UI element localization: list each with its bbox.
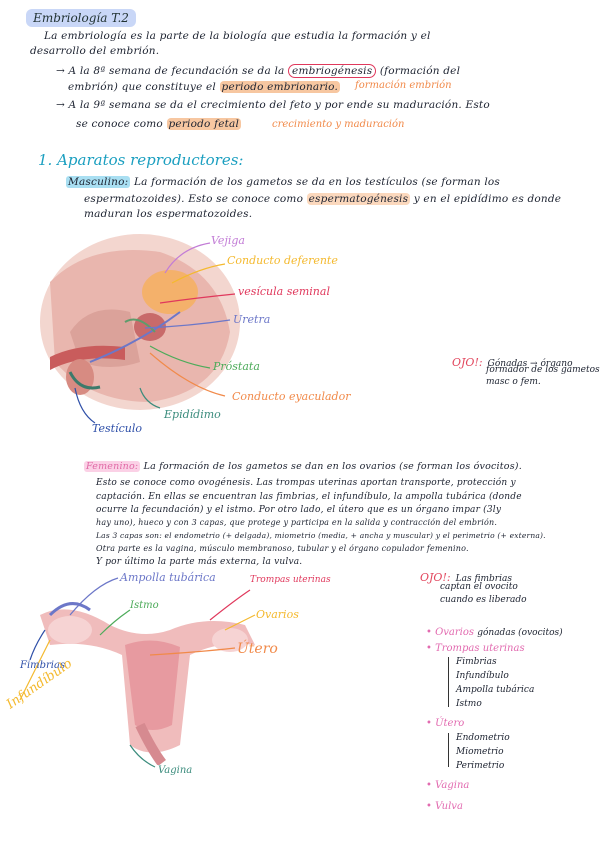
summary-trompas-item: Ampolla tubárica [456, 685, 535, 695]
summary-utero-item: Perimetrio [456, 761, 505, 771]
section-1-heading: 1. Aparatos reproductores: [38, 151, 244, 169]
ojo-1-text-1: Gónadas → órgano [487, 359, 573, 369]
ojo-note-1: OJO!: Gónadas → órgano [452, 351, 573, 370]
page-title: Embriología T.2 [26, 9, 136, 27]
bullet-2-line-2: se conoce como periodo fetal [76, 117, 242, 131]
label-conducto-eyaculador: Conducto eyaculador [232, 390, 351, 403]
masc-line-3: maduran los espermatozoides. [84, 208, 253, 220]
fem-line-6: Las 3 capas son: el endometrio (+ delgad… [96, 531, 546, 540]
masc-line-2: espermatozoides). Esto se conoce como es… [84, 192, 561, 206]
bullet-2-line-1: → A la 9ª semana se da el crecimiento de… [56, 99, 490, 111]
summary-vulva: • Vulva [426, 801, 463, 812]
masc-line-1: Masculino: La formación de los gametos s… [66, 175, 500, 189]
label-testiculo: Testículo [92, 422, 142, 435]
summary-ovarios-label: • Ovarios [426, 627, 475, 638]
label-uretra: Uretra [233, 313, 271, 326]
intro-line-2: desarrollo del embrión. [30, 45, 160, 57]
summary-trompas-item: Istmo [456, 699, 482, 709]
ojo-2-text-1: Las fimbrias [455, 574, 512, 584]
label-epididimo: Epidídimo [164, 408, 221, 421]
ojo-2-label: OJO!: [420, 571, 451, 584]
ojo-1-text-2: formador de los gametos [486, 365, 600, 375]
fem-line-4: ocurre la fecundación) y el istmo. Por o… [96, 505, 502, 515]
fem-line-2: Esto se conoce como ovogénesis. Las trom… [96, 478, 516, 488]
fem-line-7: Otra parte es la vagina, músculo membran… [96, 544, 469, 553]
masculino-label: Masculino: [66, 176, 131, 188]
label-fimbrias: Fimbrias [20, 660, 66, 671]
label-ampolla-tubarica: Ampolla tubárica [120, 571, 216, 584]
masc-line-1-text: La formación de los gametos se da en los… [133, 176, 500, 188]
label-vejiga: Vejiga [211, 234, 245, 247]
masc-line-2-post: y en el epidídimo es donde [413, 193, 562, 205]
summary-utero-bracket [448, 733, 449, 767]
male-anatomy-illustration [40, 234, 240, 410]
female-anatomy-illustration [40, 602, 255, 765]
label-utero: Útero [237, 641, 278, 657]
bullet-1-line-1: → A la 8ª semana de fecundación se da la… [56, 64, 460, 78]
male-label-connectors [74, 242, 236, 424]
summary-trompas-item: Fimbrias [456, 657, 497, 667]
fem-line-1-text: La formación de los gametos se dan en lo… [143, 461, 522, 472]
espermatogenesis-highlight: espermatogénesis [306, 193, 411, 205]
summary-trompas-item: Infundíbulo [456, 671, 509, 681]
ojo-2-text-3: cuando es liberado [440, 595, 527, 605]
crecimiento-note: crecimiento y maduración [272, 119, 405, 130]
summary-utero-item: Endometrio [456, 733, 510, 743]
intro-line-1: La embriología es la parte de la biologí… [44, 30, 431, 42]
label-istmo: Istmo [130, 600, 159, 611]
bullet-1-post: (formación del [379, 65, 461, 77]
bullet-1-pre: → A la 8ª semana de fecundación se da la [56, 65, 285, 77]
bullet-1-line-2: embrión) que constituye el periodo embri… [68, 80, 341, 94]
summary-utero-item: Miometrio [456, 747, 504, 757]
label-vagina: Vagina [158, 765, 193, 776]
fem-line-8: Y por último la parte más externa, la vu… [96, 557, 303, 567]
fem-line-1: Femenino: La formación de los gametos se… [84, 460, 522, 474]
bullet-2-line-2-pre: se conoce como [76, 118, 163, 130]
formacion-embrion-note: formación embrión [355, 80, 452, 91]
ojo-note-2: OJO!: Las fimbrias [420, 566, 512, 585]
summary-vagina: • Vagina [426, 780, 470, 791]
label-prostata: Próstata [213, 360, 260, 373]
periodo-embrionario-highlight: periodo embrionario. [219, 81, 341, 93]
ojo-1-label: OJO!: [452, 356, 483, 369]
fem-line-5: hay uno), hueco y con 3 capas, que prote… [96, 518, 498, 527]
label-trompas-uterinas: Trompas uterinas [250, 575, 331, 585]
summary-ovarios: • Ovarios gónadas (ovocitos) [426, 627, 563, 638]
femenino-label: Femenino: [84, 461, 141, 472]
female-label-connectors [19, 577, 256, 768]
ojo-1-text-3: masc o fem. [486, 377, 541, 387]
bullet-1-line-2-pre: embrión) que constituye el [68, 81, 216, 93]
ojo-2-text-2: captan el ovocito [440, 582, 518, 592]
masc-line-2-pre: espermatozoides). Esto se conoce como [84, 193, 304, 205]
summary-trompas-bracket [448, 657, 449, 707]
label-vesicula-seminal: vesícula seminal [238, 285, 330, 298]
label-conducto-deferente: Conducto deferente [227, 254, 338, 267]
fem-line-3: captación. En ellas se encuentran las fi… [96, 492, 522, 502]
summary-trompas: • Trompas uterinas [426, 643, 525, 654]
embriogenesis-term: embriogénesis [288, 64, 377, 78]
summary-ovarios-note: gónadas (ovocitos) [477, 628, 563, 638]
periodo-fetal-highlight: periodo fetal [166, 118, 242, 130]
label-ovarios: Ovarios [256, 608, 299, 621]
summary-utero: • Útero [426, 718, 465, 729]
